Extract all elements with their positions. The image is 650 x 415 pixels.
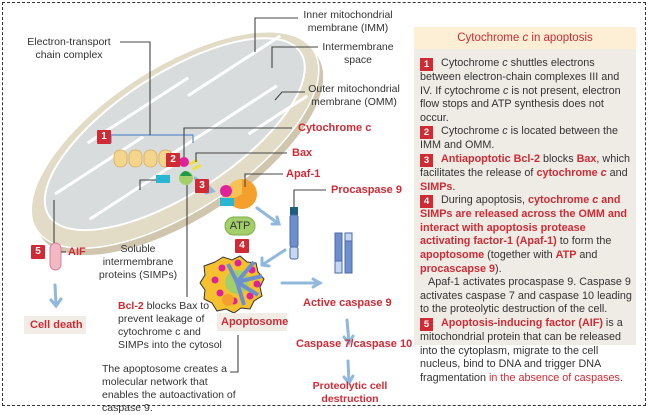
label-bcl2-note: Bcl-2 blocks Bax to prevent leakage of c… <box>118 300 222 351</box>
active-caspase9-left <box>334 232 343 262</box>
apoptosome-tag <box>217 313 287 331</box>
step-3-badge: 3 <box>420 153 433 167</box>
simps-molecule <box>156 175 170 183</box>
procaspase9-body <box>289 214 299 248</box>
step-4-badge: 4 <box>235 239 249 253</box>
arrow-caspase9-caspase7 <box>345 318 351 345</box>
label-bax: Bax <box>292 147 313 159</box>
cytochrome-c-molecule <box>179 157 189 167</box>
active-caspase9-right <box>344 232 353 242</box>
label-active-caspase9: Active caspase 9 <box>303 297 392 309</box>
mitochondrion <box>30 30 324 255</box>
cell-death-tag <box>24 316 86 334</box>
label-apaf1: Apaf-1 <box>286 168 321 180</box>
apoptosome-complex <box>199 255 265 314</box>
step-3-badge: 3 <box>195 179 209 193</box>
bcl2-core <box>180 171 192 176</box>
label-procaspase9: Procaspase 9 <box>331 184 402 196</box>
info-panel <box>414 27 636 345</box>
step-2-badge: 2 <box>166 153 180 167</box>
atp-pill <box>224 216 256 236</box>
procaspase9-cap <box>290 207 298 215</box>
cristae <box>54 34 309 221</box>
figure-frame <box>2 2 646 406</box>
apaf1-simp <box>220 198 234 206</box>
step-4-badge: 4 <box>420 195 433 209</box>
label-aif: AIF <box>68 246 86 258</box>
label-intermembrane-space: Intermembrane space <box>322 41 394 66</box>
label-cell-death: Cell death <box>30 319 83 331</box>
bcl2-highlight: Bcl-2 <box>118 300 144 312</box>
step-5-badge: 5 <box>420 317 433 331</box>
arrow-caspase7-destruction <box>346 359 351 385</box>
procaspase9-tail <box>289 246 299 260</box>
label-imm: Inner mitochondrial membrane (IMM) <box>303 9 393 34</box>
etc-complex-unit <box>113 149 128 168</box>
etc-complex-unit <box>128 149 143 168</box>
step-5-badge: 5 <box>31 245 45 259</box>
label-cytochrome-c: Cytochrome c <box>298 122 372 134</box>
step-1-badge: 1 <box>420 58 433 71</box>
arrow-procaspase-apoptosome <box>260 248 287 267</box>
leader-lines <box>53 17 326 373</box>
info-panel-title: Cytochrome c in apoptosis <box>414 27 636 49</box>
label-simps: Soluble intermembrane proteins (SIMPs) <box>98 243 178 281</box>
step-2-badge: 2 <box>420 126 433 140</box>
label-proteolytic-destruction: Proteolytic cell destruction <box>312 380 388 405</box>
label-apoptosome-note: The apoptosome creates a molecular netwo… <box>102 363 236 414</box>
arrow-atp-procaspase <box>255 206 281 226</box>
etc-bracket <box>110 134 194 143</box>
panel-item: Apaf-1 activates procaspase 9. Caspase 9… <box>420 276 632 316</box>
apaf1-cytc <box>220 185 232 197</box>
label-caspase7-10: Caspase 7/caspase 10 <box>296 338 413 350</box>
aif-molecule <box>49 242 62 271</box>
label-apoptosome: Apoptosome <box>221 316 289 328</box>
label-etc-complex: Electron-transport chain complex <box>27 36 111 61</box>
label-omm: Outer mitochondrial membrane (OMM) <box>308 83 400 108</box>
etc-complex-unit <box>143 149 158 168</box>
step-1-badge: 1 <box>97 130 111 144</box>
label-atp: ATP <box>229 220 251 232</box>
arrow-aif-death <box>53 283 58 307</box>
panel-title-text: Cytochrome c in apoptosis <box>457 32 593 44</box>
